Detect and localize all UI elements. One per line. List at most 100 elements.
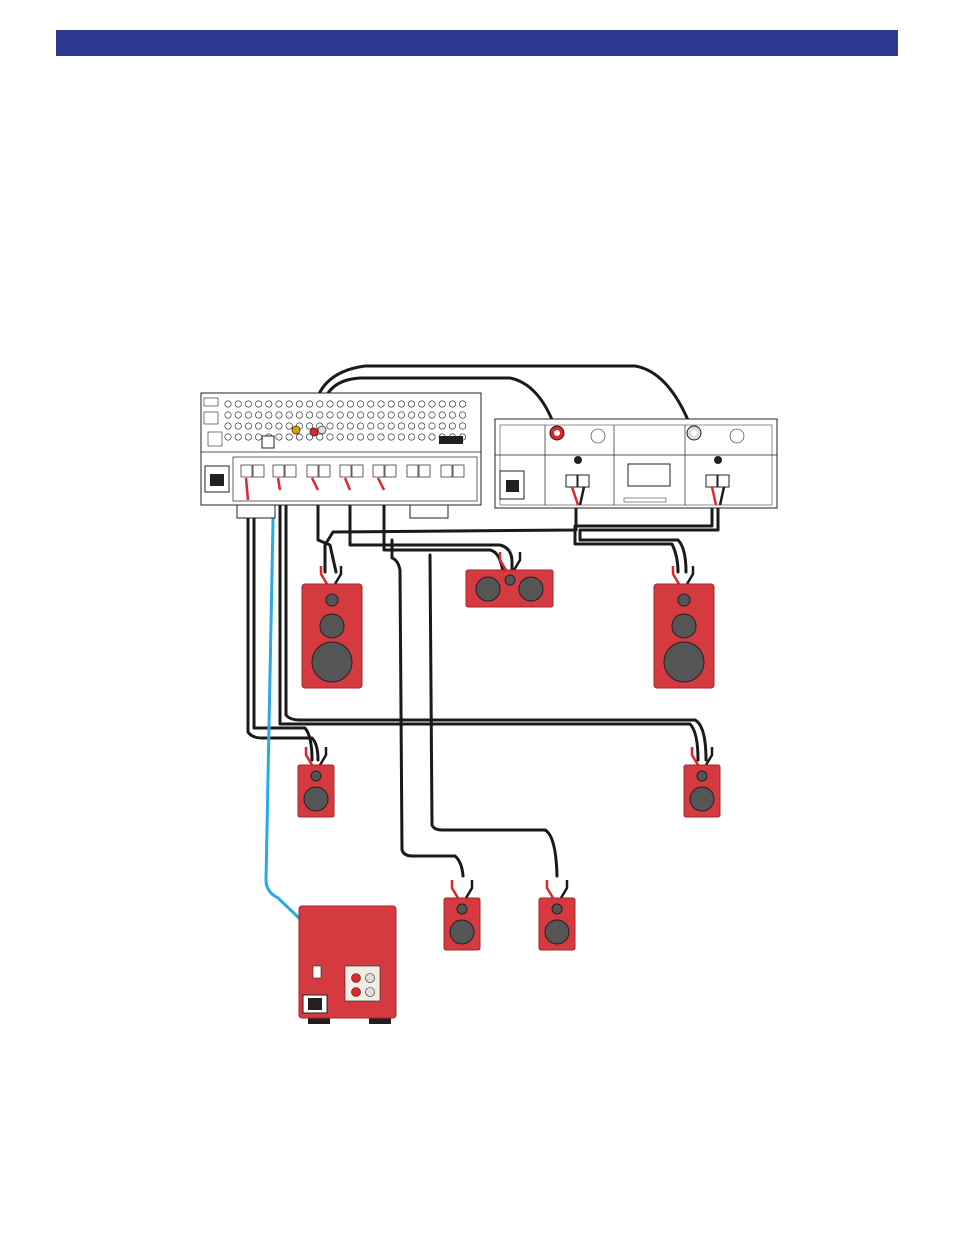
rca-jack-icon[interactable]: [296, 434, 302, 440]
rca-jack-icon[interactable]: [276, 423, 282, 429]
rca-jack-icon[interactable]: [347, 412, 353, 418]
rca-jack-icon[interactable]: [347, 423, 353, 429]
amp-output-terminals-right[interactable]: [706, 475, 729, 487]
rca-jack-icon[interactable]: [266, 423, 272, 429]
amp-xlr-left-icon[interactable]: [591, 429, 605, 443]
rca-jack-icon[interactable]: [225, 401, 231, 407]
rca-jack-icon[interactable]: [459, 401, 465, 407]
amp-xlr-right-icon[interactable]: [730, 429, 744, 443]
rca-jack-icon[interactable]: [378, 401, 384, 407]
rca-jack-icon[interactable]: [296, 401, 302, 407]
rca-jack-icon[interactable]: [255, 434, 261, 440]
speaker-terminal-icon[interactable]: [285, 465, 296, 477]
rca-jack-icon[interactable]: [449, 401, 455, 407]
rca-jack-icon[interactable]: [408, 423, 414, 429]
rca-jack-icon[interactable]: [368, 423, 374, 429]
speaker-terminal-icon[interactable]: [453, 465, 464, 477]
rca-jack-icon[interactable]: [235, 434, 241, 440]
speaker-terminal-icon[interactable]: [407, 465, 418, 477]
rca-jack-icon[interactable]: [429, 423, 435, 429]
rca-jack-icon[interactable]: [245, 401, 251, 407]
rca-jack-icon[interactable]: [398, 401, 404, 407]
rca-jack-icon[interactable]: [368, 401, 374, 407]
rca-jack-icon[interactable]: [306, 401, 312, 407]
rca-jack-icon[interactable]: [449, 412, 455, 418]
rca-jack-icon[interactable]: [357, 434, 363, 440]
rca-jack-icon[interactable]: [429, 401, 435, 407]
rca-jack-icon[interactable]: [357, 412, 363, 418]
rca-jack-icon[interactable]: [255, 412, 261, 418]
rca-jack-icon[interactable]: [296, 412, 302, 418]
rca-jack-icon[interactable]: [439, 412, 445, 418]
rca-jack-icon[interactable]: [419, 423, 425, 429]
rca-jack-icon[interactable]: [459, 423, 465, 429]
rca-jack-icon[interactable]: [398, 423, 404, 429]
rca-jack-icon[interactable]: [225, 434, 231, 440]
rca-jack-icon[interactable]: [378, 423, 384, 429]
rca-jack-icon[interactable]: [368, 434, 374, 440]
rca-jack-icon[interactable]: [327, 423, 333, 429]
rca-jack-icon[interactable]: [266, 401, 272, 407]
rca-jack-icon[interactable]: [378, 434, 384, 440]
rca-jack-icon[interactable]: [429, 434, 435, 440]
rca-jack-icon[interactable]: [347, 401, 353, 407]
rca-jack-icon[interactable]: [317, 434, 323, 440]
rca-jack-icon[interactable]: [235, 401, 241, 407]
rca-jack-icon[interactable]: [347, 434, 353, 440]
rca-jack-icon[interactable]: [337, 401, 343, 407]
amp-output-terminals-left[interactable]: [566, 475, 589, 487]
rca-jack-icon[interactable]: [388, 434, 394, 440]
rca-jack-icon[interactable]: [286, 412, 292, 418]
rca-jack-icon[interactable]: [245, 434, 251, 440]
speaker-terminal-icon[interactable]: [307, 465, 318, 477]
speaker-terminal-icon[interactable]: [373, 465, 384, 477]
rca-jack-icon[interactable]: [225, 423, 231, 429]
speaker-terminal-icon[interactable]: [273, 465, 284, 477]
ethernet-port-icon[interactable]: [262, 436, 274, 448]
rca-jack-icon[interactable]: [337, 412, 343, 418]
rca-jack-icon[interactable]: [245, 423, 251, 429]
rca-jack-icon[interactable]: [327, 434, 333, 440]
rca-jack-icon[interactable]: [317, 401, 323, 407]
rca-jack-icon[interactable]: [235, 412, 241, 418]
rca-jack-icon[interactable]: [286, 423, 292, 429]
rca-jack-icon[interactable]: [327, 401, 333, 407]
speaker-terminal-icon[interactable]: [441, 465, 452, 477]
rca-jack-icon[interactable]: [398, 434, 404, 440]
speaker-terminal-icon[interactable]: [253, 465, 264, 477]
rca-jack-icon[interactable]: [286, 401, 292, 407]
rca-jack-icon[interactable]: [388, 412, 394, 418]
rca-jack-icon[interactable]: [429, 412, 435, 418]
rca-jack-icon[interactable]: [225, 412, 231, 418]
rca-jack-icon[interactable]: [388, 401, 394, 407]
rca-jack-icon[interactable]: [306, 412, 312, 418]
rca-jack-icon[interactable]: [235, 423, 241, 429]
speaker-terminal-icon[interactable]: [241, 465, 252, 477]
preout-jack-icon[interactable]: [292, 426, 300, 434]
speaker-terminal-icon[interactable]: [419, 465, 430, 477]
rca-jack-icon[interactable]: [255, 423, 261, 429]
rca-jack-icon[interactable]: [388, 423, 394, 429]
rca-jack-icon[interactable]: [266, 412, 272, 418]
rca-jack-icon[interactable]: [439, 423, 445, 429]
speaker-terminal-icon[interactable]: [340, 465, 351, 477]
rca-jack-icon[interactable]: [368, 412, 374, 418]
rca-jack-icon[interactable]: [276, 412, 282, 418]
rca-jack-icon[interactable]: [286, 434, 292, 440]
rca-jack-icon[interactable]: [245, 412, 251, 418]
rca-jack-icon[interactable]: [337, 423, 343, 429]
rca-jack-icon[interactable]: [408, 412, 414, 418]
sub-input-panel[interactable]: [345, 966, 380, 1001]
rca-jack-icon[interactable]: [419, 401, 425, 407]
speaker-terminal-icon[interactable]: [385, 465, 396, 477]
rca-jack-icon[interactable]: [419, 412, 425, 418]
rca-jack-icon[interactable]: [357, 423, 363, 429]
speaker-terminal-icon[interactable]: [352, 465, 363, 477]
rca-jack-icon[interactable]: [276, 401, 282, 407]
rca-jack-icon[interactable]: [398, 412, 404, 418]
rca-jack-icon[interactable]: [449, 423, 455, 429]
preout-jack-icon[interactable]: [310, 428, 318, 436]
rca-jack-icon[interactable]: [459, 412, 465, 418]
rca-jack-icon[interactable]: [276, 434, 282, 440]
rca-jack-icon[interactable]: [357, 401, 363, 407]
